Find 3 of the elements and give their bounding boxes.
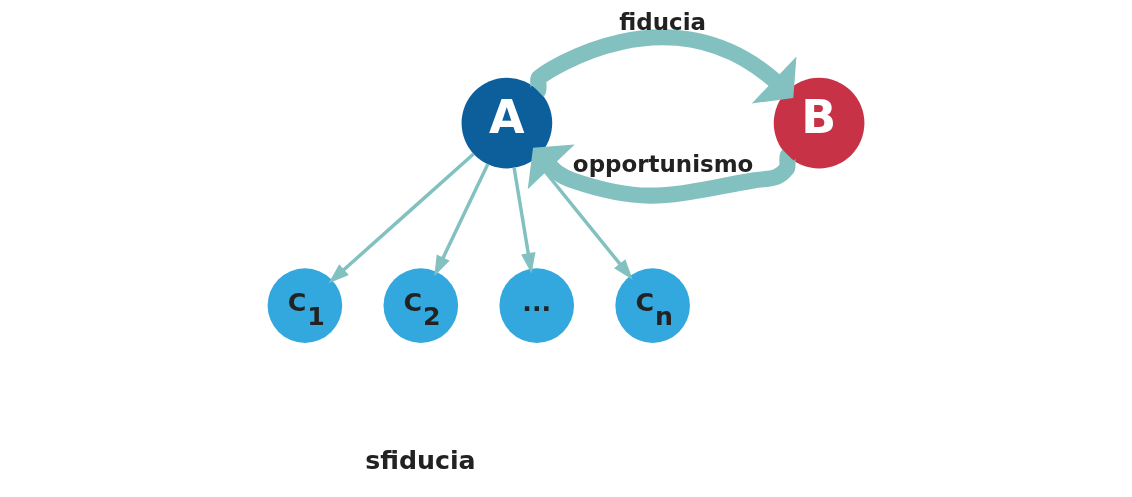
edge-label: fiducia (619, 9, 707, 36)
label: sfiducia (365, 445, 476, 475)
edge-label: opportunismo (572, 151, 754, 178)
